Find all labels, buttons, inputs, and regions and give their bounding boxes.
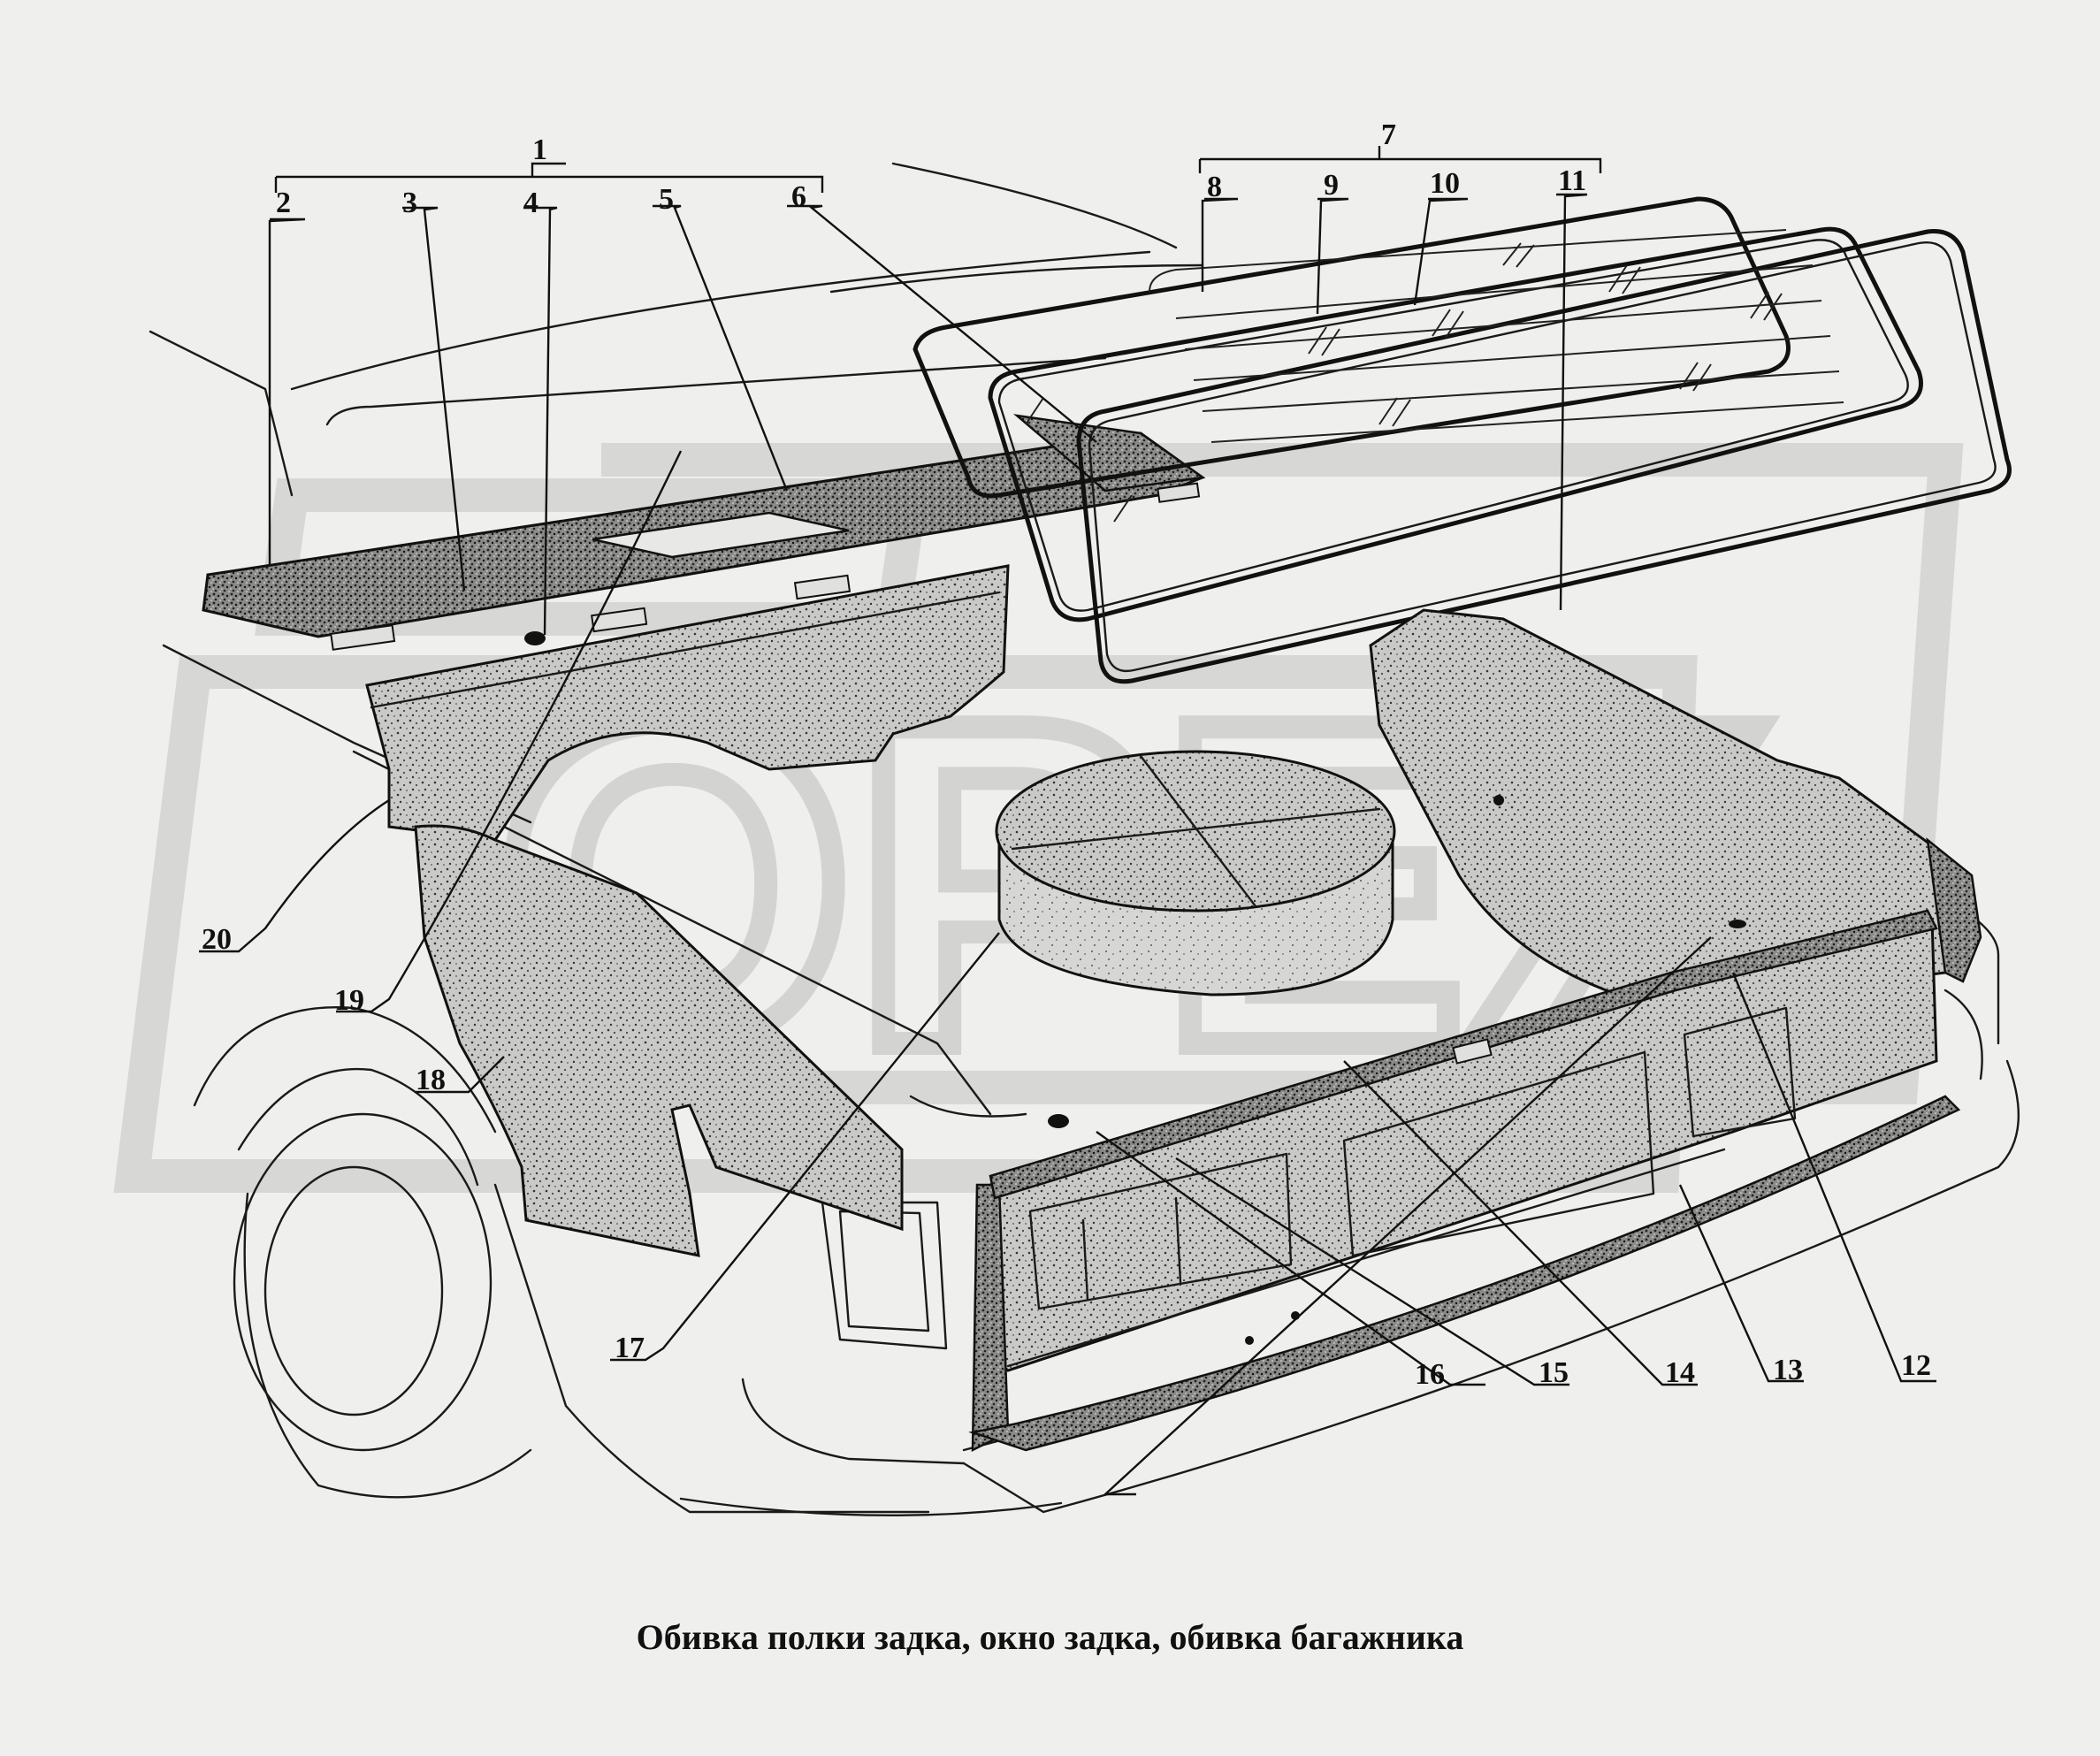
- callout-20: 20: [202, 923, 232, 956]
- diagram-caption: Обивка полки задка, окно задка, обивка б…: [636, 1617, 1464, 1657]
- callout-7: 7: [1381, 118, 1396, 151]
- callout-11: 11: [1558, 164, 1586, 197]
- callout-9: 9: [1324, 169, 1339, 202]
- callout-16: 16: [1415, 1358, 1445, 1391]
- leader-lines: [199, 146, 1936, 1496]
- callout-19: 19: [334, 984, 364, 1017]
- callout-10: 10: [1430, 167, 1460, 200]
- callout-18: 18: [416, 1064, 446, 1096]
- callout-12: 12: [1901, 1349, 1931, 1382]
- callout-8: 8: [1207, 171, 1222, 203]
- callout-1: 1: [532, 134, 547, 166]
- callout-labels: 1 2 3 4 5 6 7 8 9 10 11 12 13 14 15 16 1…: [202, 118, 1931, 1391]
- callout-2: 2: [276, 187, 291, 219]
- trunk-rear-panel: [968, 909, 1961, 1453]
- callout-6: 6: [791, 180, 806, 213]
- right-side-trim: [1369, 608, 1982, 1010]
- spare-wheel-cover: [995, 750, 1396, 996]
- callout-17: 17: [615, 1332, 645, 1364]
- rear-window-assembly: [913, 196, 2012, 684]
- callout-3: 3: [402, 187, 417, 219]
- callout-13: 13: [1773, 1354, 1803, 1386]
- left-side-trim: [414, 824, 904, 1257]
- callout-14: 14: [1665, 1356, 1695, 1389]
- callout-15: 15: [1539, 1356, 1569, 1389]
- callout-4: 4: [523, 187, 538, 219]
- rear-panel-trim: [365, 564, 1010, 842]
- callout-5: 5: [659, 183, 674, 216]
